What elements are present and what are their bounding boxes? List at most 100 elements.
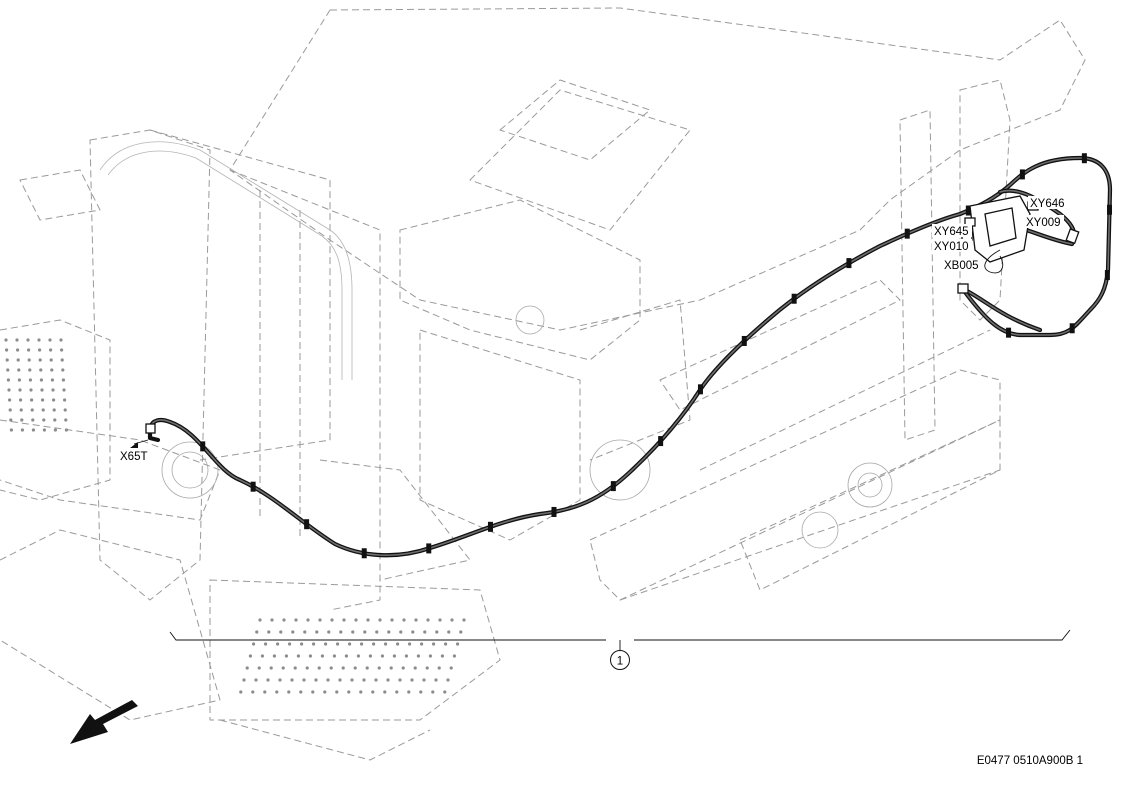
perforation-hole bbox=[31, 418, 35, 422]
perforation-hole bbox=[278, 678, 282, 682]
harness-clip bbox=[487, 521, 493, 532]
perforation-hole bbox=[338, 678, 342, 682]
perforation-hole bbox=[290, 678, 294, 682]
perforation-hole bbox=[380, 654, 384, 658]
perforation-hole bbox=[398, 678, 402, 682]
callout-number: 1 bbox=[617, 656, 623, 668]
perforation-hole bbox=[269, 666, 273, 670]
perforation-hole bbox=[42, 418, 46, 422]
harness-clip bbox=[904, 228, 910, 239]
perforation-hole bbox=[30, 408, 34, 412]
drawing-reference-code: E0477 0510A900B 1 bbox=[976, 755, 1083, 767]
perforation-hole bbox=[61, 378, 65, 382]
perforation-hole bbox=[16, 358, 20, 362]
perforation-hole bbox=[252, 642, 256, 646]
perforation-hole bbox=[407, 690, 411, 694]
perforation-hole bbox=[40, 388, 44, 392]
perforation-hole bbox=[302, 678, 306, 682]
perforation-hole bbox=[401, 666, 405, 670]
harness-clip bbox=[1107, 204, 1113, 215]
perforation-hole bbox=[375, 630, 379, 634]
perforation-hole bbox=[16, 348, 20, 352]
perforation-hole bbox=[28, 378, 32, 382]
perforation-hole bbox=[306, 618, 310, 622]
harness-clip bbox=[697, 384, 703, 395]
harness-clips bbox=[200, 153, 1113, 559]
perforation-hole bbox=[444, 642, 448, 646]
perforation-hole bbox=[434, 678, 438, 682]
perforation-hole bbox=[62, 388, 66, 392]
x65t-connector bbox=[130, 423, 156, 448]
perforation-hole bbox=[50, 368, 54, 372]
perforation-hole bbox=[359, 690, 363, 694]
perforation-hole bbox=[312, 642, 316, 646]
perforation-hole bbox=[275, 690, 279, 694]
perforation-hole bbox=[248, 654, 252, 658]
harness-clip bbox=[304, 519, 310, 530]
perforation-hole bbox=[305, 666, 309, 670]
harness-clip bbox=[426, 543, 432, 554]
perforation-hole bbox=[314, 678, 318, 682]
perforation-hole bbox=[396, 642, 400, 646]
perforation-hole bbox=[336, 642, 340, 646]
perforation-hole bbox=[456, 642, 460, 646]
perforation-hole bbox=[435, 630, 439, 634]
perforation-hole bbox=[362, 678, 366, 682]
perforation-hole bbox=[30, 398, 34, 402]
perforation-hole bbox=[425, 666, 429, 670]
perforation-hole bbox=[63, 398, 67, 402]
perforation-hole bbox=[51, 388, 55, 392]
perforation-hole bbox=[339, 630, 343, 634]
harness-clip bbox=[610, 481, 616, 492]
perforation-hole bbox=[365, 666, 369, 670]
perforation-hole bbox=[323, 690, 327, 694]
perforation-hole bbox=[27, 358, 31, 362]
perforation-hole bbox=[383, 690, 387, 694]
perforation-hole bbox=[64, 428, 68, 432]
perforation-hole bbox=[49, 348, 53, 352]
perforation-hole bbox=[368, 654, 372, 658]
perforation-hole bbox=[303, 630, 307, 634]
perforation-hole bbox=[341, 666, 345, 670]
label-xb005: XB005 bbox=[944, 260, 979, 272]
harness-clip bbox=[1006, 327, 1012, 338]
perforation-hole bbox=[242, 678, 246, 682]
label-xy646: XY646 bbox=[1030, 198, 1065, 210]
perforation-hole bbox=[4, 338, 8, 342]
perforation-hole bbox=[53, 418, 57, 422]
perforation-hole bbox=[251, 690, 255, 694]
perforation-hole bbox=[423, 630, 427, 634]
perforation-hole bbox=[387, 630, 391, 634]
perforation-hole bbox=[432, 642, 436, 646]
perforation-hole bbox=[377, 666, 381, 670]
perforation-hole bbox=[258, 618, 262, 622]
perforation-hole bbox=[63, 408, 67, 412]
perforation-hole bbox=[272, 654, 276, 658]
perforation-hole bbox=[37, 338, 41, 342]
label-xy645: XY645 bbox=[934, 226, 969, 238]
perforation-hole bbox=[20, 428, 24, 432]
perforation-hole bbox=[29, 388, 33, 392]
perforation-hole bbox=[293, 666, 297, 670]
perforation-hole bbox=[39, 368, 43, 372]
perforation-hole bbox=[284, 654, 288, 658]
perforation-hole bbox=[404, 654, 408, 658]
perforation-hole bbox=[288, 642, 292, 646]
perforation-hole bbox=[366, 618, 370, 622]
perforation-hole bbox=[327, 630, 331, 634]
perforation-hole bbox=[245, 666, 249, 670]
perforation-hole bbox=[282, 618, 286, 622]
perforation-hole bbox=[59, 338, 63, 342]
perforation-hole bbox=[320, 654, 324, 658]
perforation-hole bbox=[41, 408, 45, 412]
perforation-hole bbox=[9, 418, 13, 422]
perforation-hole bbox=[332, 654, 336, 658]
perforation-hole bbox=[64, 418, 68, 422]
harness-clip bbox=[200, 441, 206, 452]
harness-clip bbox=[1069, 323, 1075, 334]
perforation-hole bbox=[390, 618, 394, 622]
perforation-hole bbox=[296, 654, 300, 658]
perforation-hole bbox=[28, 368, 32, 372]
perforation-hole bbox=[60, 358, 64, 362]
